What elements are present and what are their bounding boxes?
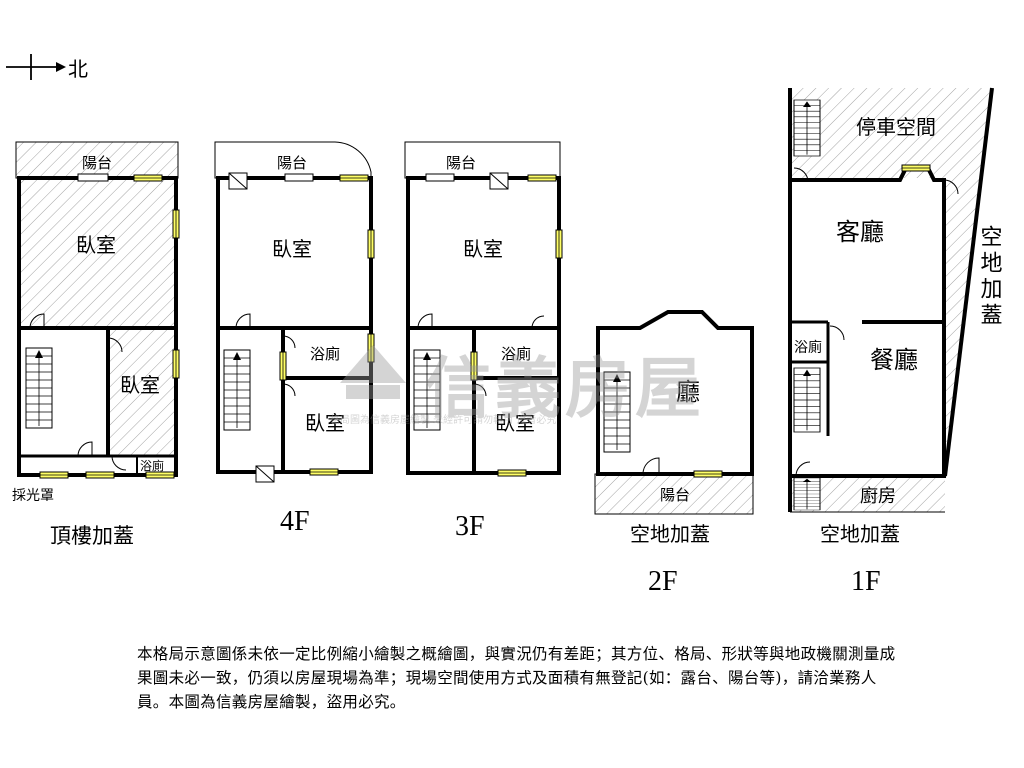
- door-swing-icon: [417, 313, 433, 329]
- 1f-dining-label: 餐廳: [870, 346, 918, 374]
- 1f-kitchen-label: 廚房: [860, 485, 896, 507]
- 3f-bedroom1-label: 臥室: [463, 237, 503, 261]
- stairs-up-icon: [603, 371, 631, 453]
- 4f-balcony: [214, 141, 372, 179]
- 4f-door: [284, 173, 314, 182]
- stairs-up-icon: [223, 349, 251, 431]
- window: [693, 470, 723, 478]
- 1f-parking-area: [790, 88, 992, 178]
- roof-balcony-label: 陽台: [82, 154, 112, 172]
- 4f-bedroom2-label: 臥室: [305, 411, 345, 435]
- disclaimer-text: 本格局示意圖係未依一定比例縮小繪製之概繪圖，與實況仍有差距；其方位、格局、形狀等…: [137, 645, 896, 711]
- compass-north-label: 北: [68, 57, 88, 81]
- floor-roof: 陽台 臥室 臥室 浴廁 採光罩 頂樓加蓋: [12, 141, 180, 548]
- window: [367, 229, 375, 259]
- door-swing-icon: [111, 455, 127, 471]
- window: [367, 333, 375, 363]
- floor-3f: 陽台 臥室 浴廁 臥室 3F: [404, 141, 563, 542]
- door-swing-icon: [107, 337, 123, 353]
- 1f-bath-label: 浴廁: [794, 339, 822, 356]
- stairs-up-icon: [413, 349, 441, 431]
- roof-skylight-label: 採光罩: [12, 488, 54, 504]
- 2f-extension-label: 空地加蓋: [630, 522, 710, 546]
- door-swing-icon: [795, 461, 811, 477]
- stairs-up-icon: [793, 477, 821, 511]
- door-swing-icon: [282, 335, 296, 349]
- vent-icon: [228, 172, 248, 190]
- 4f-floor-label: 4F: [280, 506, 310, 537]
- roof-bedroom2-area: [110, 328, 176, 456]
- roof-bedroom1-label: 臥室: [76, 233, 116, 257]
- 1f-parking-label: 停車空間: [856, 115, 936, 139]
- 4f-bath-label: 浴廁: [310, 345, 340, 363]
- window: [279, 351, 287, 381]
- 1f-floor-label: 1F: [851, 566, 881, 597]
- 3f-balcony: [404, 141, 561, 179]
- stairs-up-icon: [793, 99, 821, 157]
- door-swing-icon: [235, 313, 251, 329]
- floor-4f: 陽台 臥室 浴廁 臥室 4F: [214, 141, 375, 537]
- window: [309, 468, 339, 476]
- roof-balcony: [15, 141, 179, 179]
- window: [470, 351, 478, 381]
- 2f-hall-label: 廳: [676, 378, 700, 406]
- floor-1f: 停車空間 客廳 浴廁 餐廳 廚房 空地加蓋 1F 空地加蓋: [788, 87, 1003, 597]
- 2f-outer-wall: [596, 310, 754, 476]
- window: [172, 209, 180, 239]
- 3f-door: [425, 173, 455, 182]
- 2f-balcony-label: 陽台: [660, 486, 690, 504]
- roof-bath-label: 浴廁: [140, 458, 164, 473]
- 3f-floor-label: 3F: [455, 511, 485, 542]
- 2f-balcony: [594, 473, 754, 515]
- vent-icon: [489, 172, 509, 190]
- 1f-living-label: 客廳: [836, 218, 884, 246]
- door-swing-icon: [473, 383, 487, 397]
- 2f-floor-label: 2F: [648, 566, 678, 597]
- window: [85, 471, 115, 479]
- 3f-bedroom2-label: 臥室: [495, 411, 535, 435]
- door-swing-icon: [642, 457, 660, 475]
- vent-icon: [255, 465, 275, 483]
- window: [39, 471, 69, 479]
- roof-bedroom1-area: [19, 178, 176, 328]
- roof-door: [77, 173, 109, 182]
- 3f-bath-label: 浴廁: [501, 345, 531, 363]
- stairs-up-icon: [793, 367, 821, 433]
- window: [172, 349, 180, 379]
- window: [555, 229, 563, 259]
- stairs-up-icon: [25, 347, 53, 429]
- compass: 北: [6, 54, 88, 81]
- door-swing-icon: [943, 179, 959, 195]
- floor-2f: 廳 陽台 空地加蓋 2F: [594, 310, 754, 597]
- window: [527, 174, 557, 182]
- door-swing-icon: [77, 441, 93, 457]
- window: [133, 174, 163, 182]
- door-swing-icon: [829, 325, 845, 341]
- window: [901, 164, 931, 172]
- compass-arrow-icon: [56, 62, 66, 72]
- 4f-balcony-label: 陽台: [277, 154, 307, 172]
- door-swing-icon: [29, 313, 45, 329]
- roof-bedroom2-label: 臥室: [120, 373, 160, 397]
- window: [339, 174, 369, 182]
- roof-floor-label: 頂樓加蓋: [50, 524, 134, 548]
- door-swing-icon: [282, 383, 296, 397]
- window: [497, 469, 527, 477]
- 1f-side-extension-label: 空地加蓋: [977, 225, 1003, 329]
- 1f-extension-label: 空地加蓋: [820, 522, 900, 546]
- 1f-inner-wall: [790, 166, 946, 478]
- door-swing-icon: [531, 315, 545, 329]
- 3f-outer-wall: [406, 176, 561, 475]
- door-swing-icon: [793, 167, 809, 183]
- 1f-wall: [943, 87, 994, 477]
- 4f-bedroom1-label: 臥室: [272, 237, 312, 261]
- 3f-balcony-label: 陽台: [446, 154, 476, 172]
